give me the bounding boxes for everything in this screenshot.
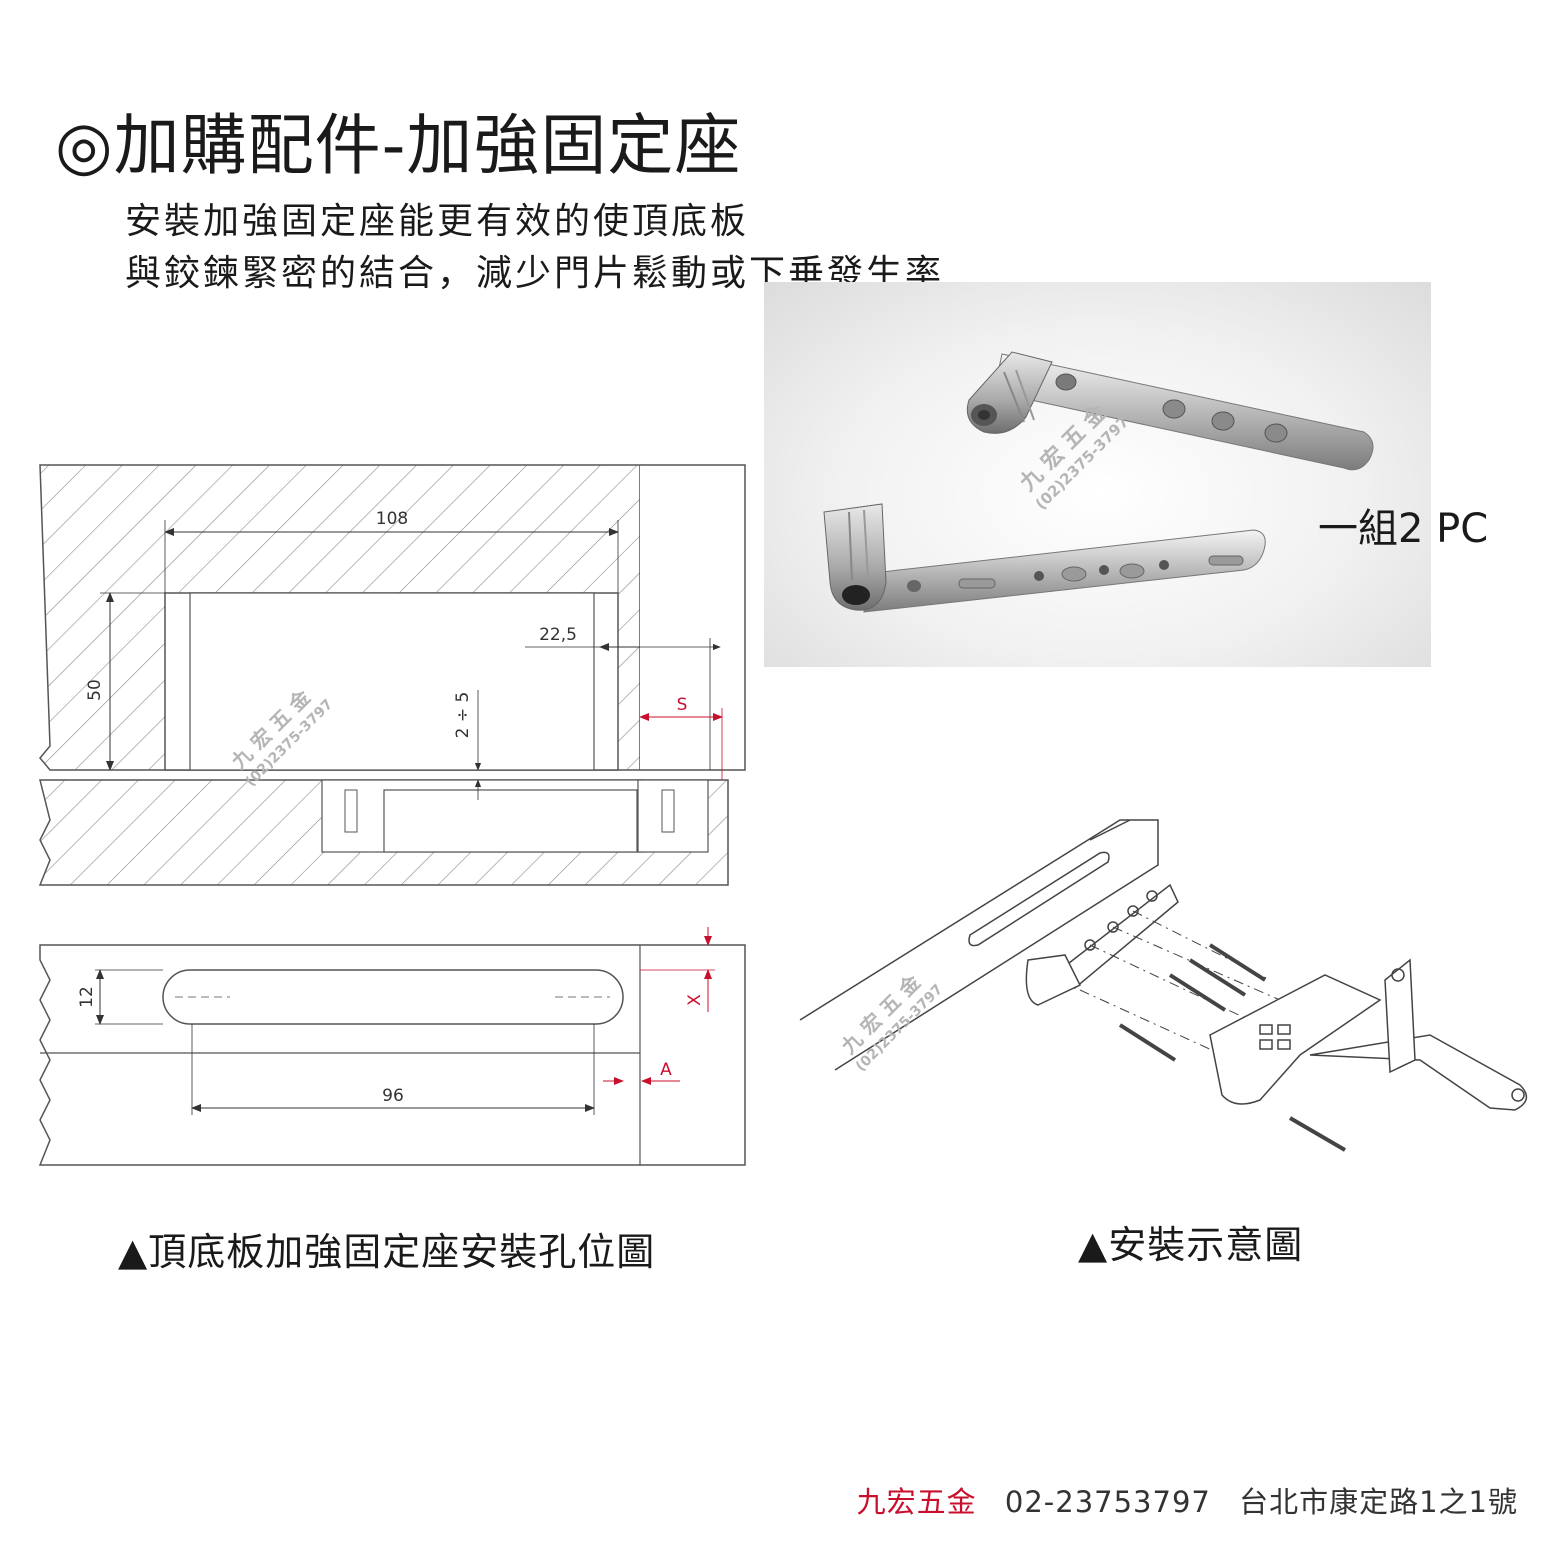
dim-22-5: 22,5: [539, 625, 577, 645]
slot-hole: [162, 969, 624, 1025]
caption-hole-position-drawing: ▲頂底板加強固定座安裝孔位圖: [118, 1230, 656, 1274]
dim-12: 12: [77, 986, 97, 1008]
footer-address: 台北市康定路1之1號: [1239, 1485, 1518, 1519]
side-section-view: 108 50 22,5 2 ÷ 5 S 九 宏 五 金 (02)2375-379…: [38, 464, 746, 886]
caption-installation-diagram: ▲安裝示意圖: [1078, 1223, 1304, 1267]
upper-bracket: [966, 351, 1374, 471]
dim-96: 96: [382, 1086, 404, 1106]
top-plan-view: 12 96 X A: [38, 927, 746, 1166]
diagram-watermark: 九 宏 五 金 (02)2375-3797: [836, 970, 946, 1075]
footer-phone: 02-23753797: [1004, 1485, 1211, 1519]
label-s: S: [677, 695, 688, 715]
label-x: X: [685, 994, 705, 1006]
installation-diagram: 九 宏 五 金 (02)2375-3797: [799, 819, 1528, 1152]
page-title: ◎加購配件-加強固定座: [55, 107, 742, 184]
dim-2-5: 2 ÷ 5: [453, 692, 473, 739]
lower-bracket: [823, 503, 1266, 613]
bracket-illustration: 九 宏 五 金 (02)2375-3797: [823, 351, 1374, 613]
footer: 九宏五金 02-23753797 台北市康定路1之1號: [857, 1484, 1518, 1520]
installation-hole-drawing: 108 50 22,5 2 ÷ 5 S 九 宏 五 金 (02)2375-379…: [38, 464, 746, 1166]
dim-50: 50: [85, 679, 105, 701]
label-a: A: [660, 1060, 672, 1080]
dim-108: 108: [376, 509, 408, 529]
set-quantity-label: 一組2 PC: [1318, 506, 1489, 552]
product-photo: 九 宏 五 金 (02)2375-3797: [764, 282, 1431, 667]
intro-text-line-1: 安裝加強固定座能更有效的使頂底板: [125, 201, 750, 242]
footer-brand: 九宏五金: [856, 1485, 977, 1519]
